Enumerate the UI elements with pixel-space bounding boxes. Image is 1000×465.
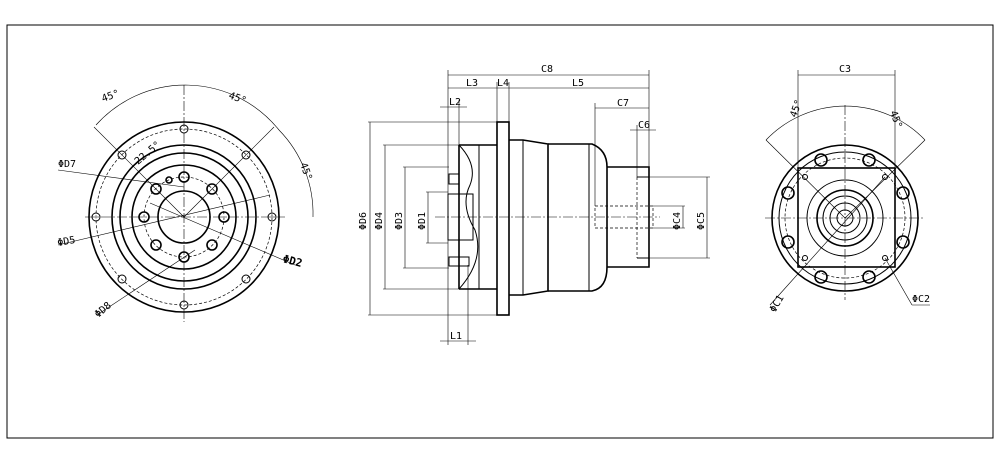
dimension-c8: C8 [541,64,553,75]
dimension-d8: ΦD8 [93,300,114,320]
angle-label-top-right: 45° [227,90,248,107]
dimension-d5: ΦD5 [57,235,77,249]
dimension-c2: ΦC2 [912,294,930,305]
dimension-c7: C7 [617,98,629,109]
dimension-c3: C3 [839,64,851,75]
angle-label-right: 45° [887,109,904,130]
dimension-d7: ΦD7 [58,159,76,170]
dimension-l1: L1 [450,331,462,342]
dimension-d4: ΦD4 [374,212,385,230]
dimension-d6: ΦD6 [358,212,369,230]
angle-label-right: 45° [297,161,314,182]
dimension-l2: L2 [449,97,461,108]
angle-label-left: 45° [788,98,805,119]
dimension-l5: L5 [572,78,584,89]
drawing-frame [6,24,994,439]
dimension-l4: L4 [497,78,509,89]
dimension-c4: ΦC4 [672,212,683,230]
angle-label-top-left: 45° [100,88,121,105]
side-section-view: C8 L3 L4 L5 L2 C7 C6 L1 ΦD6 ΦD4 ΦD3 ΦD1 … [358,64,710,345]
dimension-c6: C6 [638,120,650,131]
dimension-d3: ΦD3 [394,212,405,230]
dimension-d1: ΦD1 [417,212,428,230]
dimension-c5: ΦC5 [696,212,707,230]
front-flange-view: 45° 45° 45° 22.5° ΦD7 ΦD5 ΦD8 ΦD2 [57,84,314,322]
dimension-c1: ΦC1 [768,293,787,314]
rear-view: C3 45° 45° ΦC1 ΦC2 [765,64,930,315]
dimension-l3: L3 [466,78,478,89]
angle-label-small: 22.5° [133,140,163,168]
dimension-d2: ΦD2 [281,252,304,270]
